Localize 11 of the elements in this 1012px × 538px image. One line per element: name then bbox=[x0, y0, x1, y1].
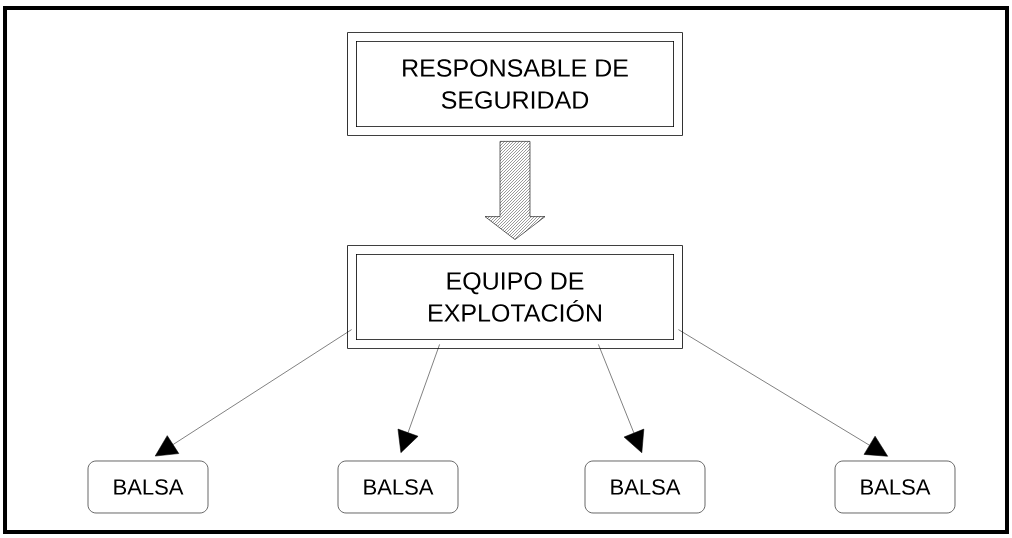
unit-box: BALSA bbox=[87, 460, 209, 514]
arrow bbox=[154, 329, 352, 457]
arrow bbox=[397, 344, 440, 453]
title-box: RESPONSABLE DE SEGURIDAD bbox=[347, 32, 683, 136]
unit-box: BALSA bbox=[834, 460, 956, 514]
title-box: EQUIPO DE EXPLOTACIÓN bbox=[347, 245, 683, 349]
arrow bbox=[598, 344, 645, 453]
block-arrow bbox=[484, 141, 546, 240]
unit-box: BALSA bbox=[584, 460, 706, 514]
unit-box: BALSA bbox=[337, 460, 459, 514]
arrow bbox=[678, 329, 888, 457]
